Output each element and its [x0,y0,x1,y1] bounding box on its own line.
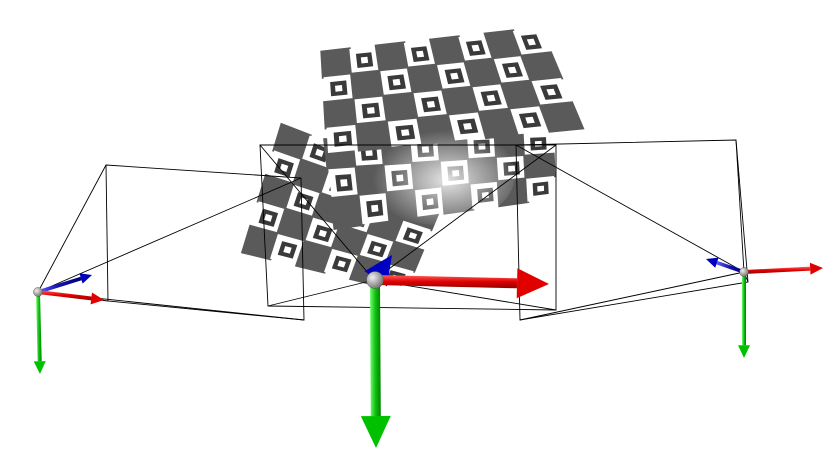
axis-arrowhead [706,257,719,268]
aruco-marker-bit [450,72,459,80]
aruco-marker-bit [264,213,273,222]
camera-right [706,257,823,358]
axis-shaft [743,266,811,274]
axis-shaft [37,290,92,301]
axis-shaft [37,276,82,294]
aruco-marker-bit [340,179,348,187]
frustum-ray [519,271,745,321]
board-square [320,47,354,79]
axis-arrowhead [516,268,549,299]
camera-origin-sphere [366,271,384,289]
board-square [329,194,365,230]
axis-arrowhead [33,361,46,374]
frustum-ray [37,177,302,293]
aruco-marker-bit [534,140,542,147]
aruco-marker-bit [392,78,401,86]
aruco-marker-bit [366,107,375,114]
z-axis-arrow [706,257,745,274]
board-square [477,107,521,140]
y-axis-arrow [33,292,46,374]
board-square [382,91,421,124]
board-square [483,29,525,61]
checkerboards [240,28,585,292]
camera-left [33,273,104,374]
aruco-marker-bit [318,229,327,238]
x-axis-arrow [374,268,549,299]
aruco-marker-bit [335,85,343,92]
aruco-marker-bit [371,204,379,213]
aruco-marker-bit [337,260,346,268]
z-axis-arrow [37,273,92,294]
aruco-marker-bit [338,135,347,143]
frustum-right [515,139,749,321]
axis-shaft [374,275,518,289]
axis-arrowhead [79,273,92,284]
camera-origin-sphere [739,267,749,277]
frustum-ray [373,144,557,281]
board-square [519,51,564,83]
board-square [350,69,386,102]
board-square [330,223,370,259]
aruco-marker-bit [372,245,382,253]
aruco-marker-bit [408,232,418,240]
aruco-marker-bit [546,88,556,96]
camera-center [360,255,549,448]
board-square [463,57,505,89]
frustum-ray [735,139,745,273]
aruco-marker-bit [283,246,292,254]
board-square [499,79,544,111]
board-square [429,35,468,67]
aruco-marker-bit [526,38,536,46]
camera-origin-sphere [33,287,43,297]
aruco-marker-bit [365,149,373,156]
y-axis-arrow [738,272,750,358]
board-square [240,224,280,261]
axis-shaft [370,280,381,416]
board-top [320,28,585,153]
axis-shaft [36,292,42,362]
aruco-marker-bit [360,56,369,64]
frustum-ray [515,144,745,273]
x-axis-arrow [37,290,104,305]
aruco-marker-bit [279,163,289,172]
aruco-marker-bit [525,116,535,124]
axis-arrowhead [90,292,104,305]
board-square [323,97,360,130]
board-square [440,85,482,118]
axis-arrowhead [738,345,750,358]
axis-shaft [742,272,746,346]
board-square [538,101,585,133]
board-square [256,173,296,212]
board-square [374,41,411,73]
aruco-marker-bit [471,44,480,52]
y-axis-arrow [360,280,391,448]
board-square [272,122,312,163]
frustum-ray [37,164,107,293]
x-axis-arrow [743,262,823,275]
board-square [406,63,446,95]
aruco-marker-bit [315,148,324,157]
board-specular-highlight [365,125,515,225]
axis-arrowhead [360,415,391,448]
aruco-marker-bit [507,66,517,74]
axis-arrowhead [809,262,823,275]
board-square [294,239,335,274]
board-square [275,207,316,244]
camera-axes [33,255,823,448]
axis-shaft [716,261,745,274]
aruco-marker-bit [416,50,425,58]
frustum-ray [259,144,375,281]
aruco-marker-bit [537,185,545,192]
aruco-marker-bit [486,94,496,102]
aruco-marker-bit [426,101,436,108]
frustum-ray [267,279,375,307]
board-square [523,152,556,181]
